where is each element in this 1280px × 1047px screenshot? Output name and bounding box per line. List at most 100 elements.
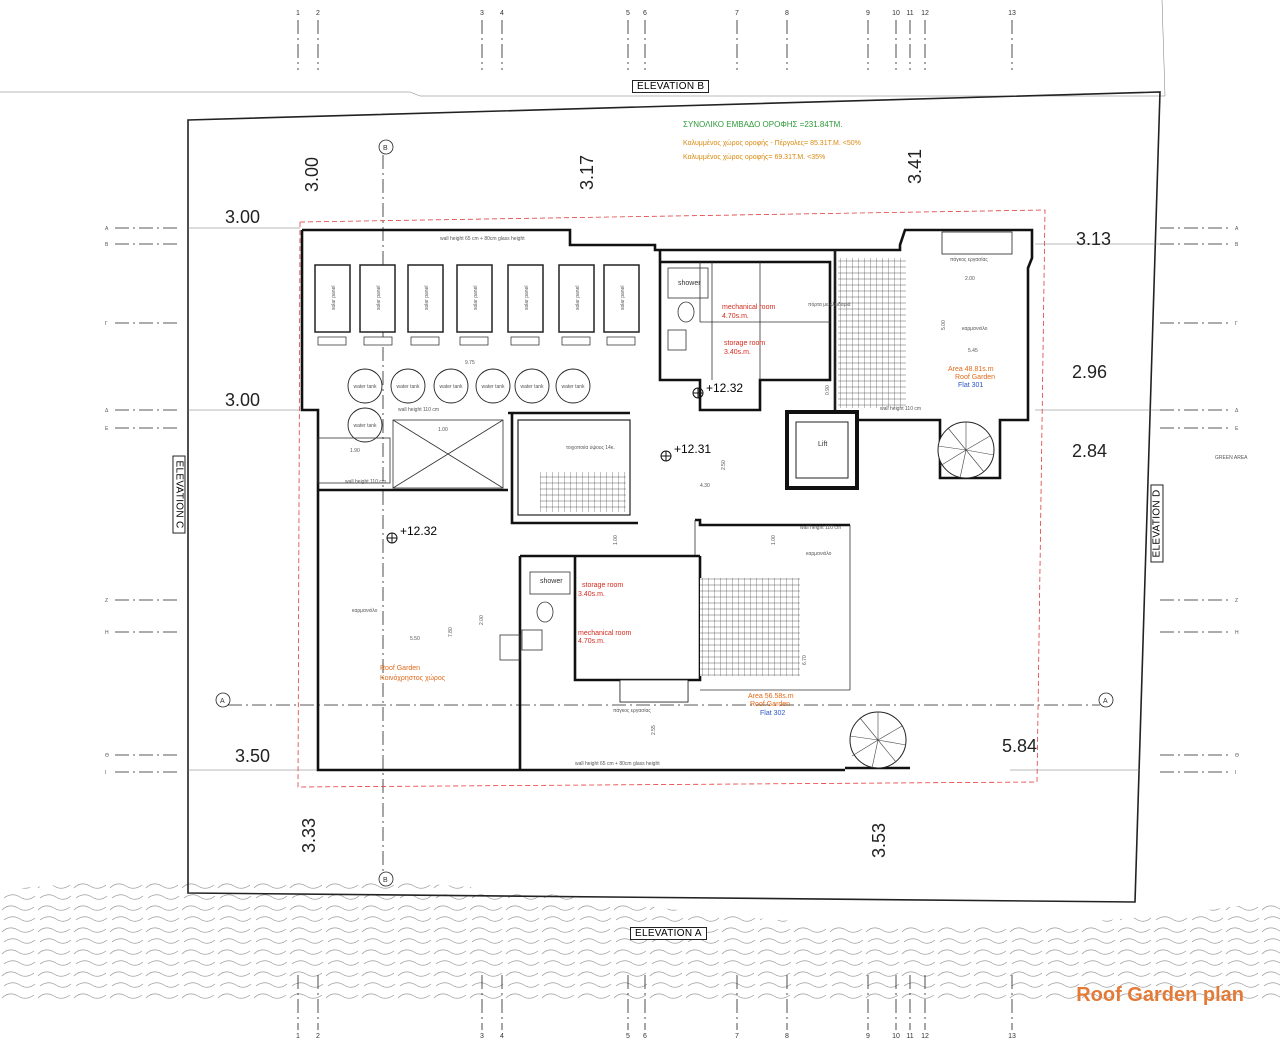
solar-panel-labels: solar panel solar panel solar panel sola…: [331, 286, 626, 310]
col-label: 13: [1008, 1033, 1016, 1040]
col-label: 12: [921, 10, 929, 17]
col-label: 10: [892, 1033, 900, 1040]
storage-top-name: storage room: [724, 340, 765, 347]
water-tank-label: water tank: [353, 423, 377, 429]
mech-room-bottom-area: 4.70s.m.: [578, 638, 605, 645]
dim-top-left: 3.00: [302, 157, 322, 192]
col-label: 1: [296, 10, 300, 17]
dim-bottom-right: 3.53: [869, 823, 889, 858]
inner-dim: 4.30: [700, 483, 710, 489]
elevation-d-tag: ELEVATION D: [1150, 484, 1164, 563]
wall-note-bottom: wall height 65 cm + 80cm glass height: [575, 761, 660, 767]
row-label: I: [105, 770, 106, 776]
col-label: 7: [735, 10, 739, 17]
row-label: B: [105, 242, 109, 248]
solar-panels: [314, 264, 640, 346]
setback-lines: [188, 227, 1160, 771]
col-label: 5: [626, 10, 630, 17]
wall-note-110-a: wall height 110 cm: [398, 407, 439, 413]
summary-total: ΣΥΝΟΛΙΚΟ ΕΜΒΑΔΟ ΟΡΟΦΗΣ =231.84ΤΜ.: [683, 120, 843, 129]
inner-dim: 5.50: [410, 636, 420, 642]
col-label: 4: [500, 1033, 504, 1040]
dim-right-lower: 5.84: [1002, 736, 1037, 756]
plot-boundary-top: [0, 0, 1166, 97]
col-label: 9: [866, 10, 870, 17]
col-label: 11: [906, 10, 913, 17]
col-label: 7: [735, 1033, 739, 1040]
water-tank-label: water tank: [561, 384, 585, 390]
summary-covered: Καλυμμένος χώρος οροφής= 69.31Τ.Μ. <35%: [683, 153, 825, 161]
dim-left-lower: 3.50: [235, 746, 270, 766]
grid-column-labels-bottom: 1 2 3 4 5 6 7 8 9 10 11 12 13: [296, 1033, 1016, 1040]
bbq-left-label: καρμανιόλο: [352, 607, 378, 614]
inner-dim: 5.45: [968, 348, 978, 354]
skylights: [317, 419, 504, 489]
row-label: Z: [1235, 598, 1238, 604]
dim-left-mid: 3.00: [225, 390, 260, 410]
plan-title: Roof Garden plan: [1076, 984, 1244, 1006]
spiral-stair-top: [937, 421, 995, 479]
section-mark-label: A: [1103, 698, 1108, 705]
inner-dim: 0.90: [825, 385, 831, 395]
spiral-stair-bottom: [849, 711, 907, 769]
inner-dim: 2.00: [479, 615, 485, 625]
col-label: 4: [500, 10, 504, 17]
row-label: A: [1235, 226, 1239, 232]
stair-core: [517, 419, 631, 516]
solar-label: solar panel: [575, 286, 581, 310]
grid-column-labels-top: 1 2 3 4 5 6 7 8 9 10 11 12 13: [296, 10, 1016, 17]
col-label: 6: [643, 10, 647, 17]
wall-note-110-c: wall height 110 cm: [880, 406, 921, 412]
col-label: 2: [316, 1033, 320, 1040]
inner-dimensions: 9.75 1.90 4.30 2.50 1.00 5.50 7.80 2.00 …: [350, 276, 978, 735]
water-tank-labels: water tank water tank water tank water t…: [353, 384, 585, 429]
flat302-area: Area 56.58s.m: [748, 693, 794, 700]
water-tank-label: water tank: [439, 384, 463, 390]
row-label: Γ: [105, 321, 108, 327]
col-label: 3: [480, 1033, 484, 1040]
col-label: 11: [906, 1033, 913, 1040]
row-label: E: [105, 426, 109, 432]
inner-dim: 2.55: [651, 725, 657, 735]
bbq-top-label: καρμανιόλο: [962, 325, 988, 332]
inner-dim: 1.00: [438, 427, 448, 433]
dim-bottom-left: 3.33: [299, 818, 319, 853]
section-mark-label: B: [383, 877, 388, 884]
row-label: I: [1235, 770, 1236, 776]
inner-dim: 2.50: [721, 460, 727, 470]
mech-room-top-area: 4.70s.m.: [722, 313, 749, 320]
bench-bottom: [619, 679, 689, 703]
level-core: +12.32: [706, 381, 743, 395]
flat301-area: Area 48.81s.m: [948, 366, 994, 373]
col-label: 5: [626, 1033, 630, 1040]
row-label: Z: [105, 598, 108, 604]
bench-bottom-label: πάγκος εργασίας: [613, 707, 651, 714]
elevation-a-tag: ELEVATION A: [630, 927, 707, 940]
stair-flight-top: [838, 258, 906, 408]
inner-dim: 1.90: [350, 448, 360, 454]
dim-right-upper: 3.13: [1076, 229, 1111, 249]
green-area-label: GREEN AREA: [1215, 455, 1248, 461]
building-walls: [300, 228, 1034, 772]
col-label: 1: [296, 1033, 300, 1040]
solar-label: solar panel: [620, 286, 626, 310]
row-label: E: [1235, 426, 1239, 432]
inner-dim: 1.00: [771, 535, 777, 545]
solar-label: solar panel: [524, 286, 530, 310]
inner-dim: 6.70: [802, 655, 808, 665]
grid-columns-top: [297, 20, 1013, 70]
row-label: Θ: [1235, 753, 1239, 759]
inner-dim: 1.00: [613, 535, 619, 545]
row-label: A: [105, 226, 109, 232]
solar-label: solar panel: [376, 286, 382, 310]
storage-top-area: 3.40s.m.: [724, 349, 751, 356]
mech-room-top-name: mechanical room: [722, 304, 775, 311]
solar-label: solar panel: [473, 286, 479, 310]
section-mark-label: B: [383, 145, 388, 152]
flat302-flat: Flat 302: [760, 710, 785, 717]
lift-label: Lift: [818, 441, 827, 448]
elevation-b-tag: ELEVATION B: [632, 80, 710, 93]
col-label: 9: [866, 1033, 870, 1040]
common-garden-sub: Κοινόχρηστος χώρος: [380, 674, 446, 682]
